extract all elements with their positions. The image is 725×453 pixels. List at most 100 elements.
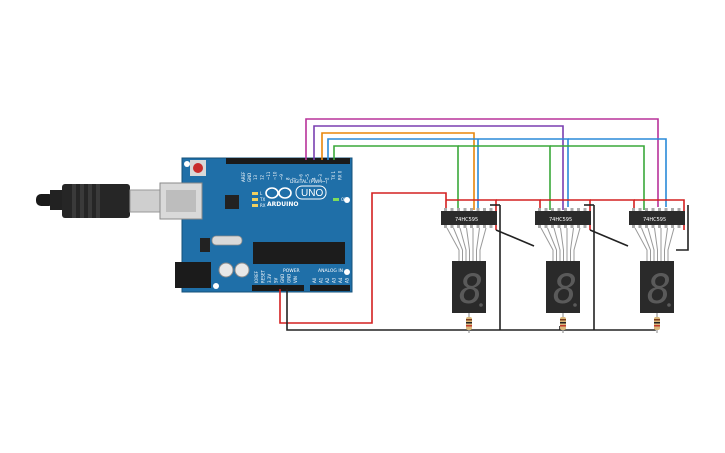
chip-pin <box>463 225 467 228</box>
chip-pin <box>470 225 473 228</box>
chip-pin <box>483 208 486 211</box>
segment-wire[interactable] <box>479 227 487 262</box>
resistor-band <box>654 319 660 321</box>
segment-wire[interactable] <box>466 227 470 262</box>
segment-wire[interactable] <box>573 227 581 262</box>
analog-pin-label: A0 <box>312 277 317 283</box>
regulator <box>200 238 210 252</box>
analog-pin-label: A4 <box>338 277 343 283</box>
digital-pin-label: ~3 <box>318 174 323 180</box>
crystal <box>211 235 243 246</box>
brand-name: ARDUINO <box>267 201 298 208</box>
chip-pin <box>664 225 668 228</box>
usb-cable[interactable] <box>36 184 161 218</box>
segment-wire[interactable] <box>446 227 460 262</box>
reset-button[interactable] <box>193 163 203 173</box>
chip-pin <box>444 225 447 228</box>
segment-wire[interactable] <box>459 227 467 262</box>
segment-wire[interactable] <box>634 227 648 262</box>
mounting-hole <box>213 283 219 289</box>
chip-pin <box>544 208 548 211</box>
cable-end <box>36 194 54 206</box>
usb-b-socket-inner <box>166 190 196 212</box>
analog-header <box>310 285 350 291</box>
wire-blue-1[interactable] <box>327 138 569 207</box>
capacitor <box>218 262 234 278</box>
segment-wire[interactable] <box>570 227 574 262</box>
digital-pin-label: 2 <box>325 177 330 180</box>
cable-strain-relief <box>50 190 64 210</box>
resistor-band <box>560 322 566 324</box>
analog-pin-label: A1 <box>319 277 324 283</box>
shift-register-chip[interactable] <box>535 211 591 225</box>
wire-red-link1[interactable] <box>496 199 541 210</box>
atmega-chip <box>253 242 345 264</box>
chip-pin <box>551 208 554 211</box>
chip-pin <box>444 208 447 211</box>
chip-pin <box>557 225 561 228</box>
chip-pin <box>489 208 493 211</box>
usb-plug-grip <box>80 184 84 218</box>
chip-pin <box>457 225 460 228</box>
resistor-band <box>560 325 566 327</box>
chip-pin <box>632 208 635 211</box>
wire-cascade2[interactable] <box>589 229 629 247</box>
segment-wire[interactable] <box>667 227 675 262</box>
digital-pin-label: 4 <box>312 177 317 180</box>
power-jack <box>175 262 211 288</box>
logo-loop-left <box>265 187 279 199</box>
wire-green-1[interactable] <box>333 145 459 210</box>
wire-blue-2[interactable] <box>568 138 667 207</box>
analog-pin-label: A2 <box>325 277 330 283</box>
segment-wire[interactable] <box>641 227 651 262</box>
chip-pin <box>557 208 561 211</box>
digital-pin-label: ~9 <box>279 174 284 180</box>
arduino-board[interactable]: L TX RX ON ARDUINO UNO DIGITAL (PWM~) AR… <box>159 157 353 293</box>
chip-pin <box>483 225 486 228</box>
shift-register-chip[interactable] <box>629 211 685 225</box>
signal-wires <box>305 118 667 210</box>
segment-wire[interactable] <box>664 227 668 262</box>
shift-register-chip[interactable] <box>441 211 497 225</box>
chip-pin <box>651 225 655 228</box>
power-header-label: POWER <box>283 268 300 274</box>
segment-wire[interactable] <box>654 227 658 262</box>
wire-green-3[interactable] <box>550 145 645 210</box>
l-led <box>252 192 258 195</box>
rx-led <box>252 204 258 207</box>
wire-purple[interactable] <box>313 125 564 210</box>
wire-red-link2[interactable] <box>590 199 635 210</box>
aref-label: AREF <box>241 171 246 182</box>
wire-magenta[interactable] <box>305 118 659 207</box>
chip-pin <box>651 208 655 211</box>
segment-wire[interactable] <box>547 227 557 262</box>
power-pin-label: 3.3V <box>267 274 272 283</box>
chip-pin <box>645 225 648 228</box>
chip-pin <box>638 208 642 211</box>
digital-pin-label: ~6 <box>299 174 304 180</box>
digital-pin-label: ~5 <box>305 174 310 180</box>
power-pin-label: VIN <box>293 276 298 283</box>
segment-wire[interactable] <box>476 227 480 262</box>
segment-wire[interactable] <box>647 227 655 262</box>
wire-cascade1[interactable] <box>495 229 535 247</box>
on-led-label: ON <box>341 197 347 202</box>
chip-pin <box>577 208 580 211</box>
chip-pin <box>671 208 674 211</box>
segment-wire[interactable] <box>453 227 463 262</box>
segment-wire[interactable] <box>540 227 554 262</box>
segment-wire[interactable] <box>560 227 564 262</box>
power-pin-label: 5V <box>274 277 279 283</box>
chip-pin <box>658 208 661 211</box>
wire-5v-red[interactable] <box>279 192 447 324</box>
digital-pin-label: 7 <box>292 177 297 180</box>
segment-wire[interactable] <box>553 227 561 262</box>
wire-gnd-bus3[interactable] <box>676 205 689 251</box>
chip-pin <box>632 225 635 228</box>
wire-orange[interactable] <box>321 132 475 210</box>
chip-pin <box>457 208 460 211</box>
digital-pin-label: 12 <box>260 174 265 180</box>
display-digit: 8 <box>647 267 671 313</box>
